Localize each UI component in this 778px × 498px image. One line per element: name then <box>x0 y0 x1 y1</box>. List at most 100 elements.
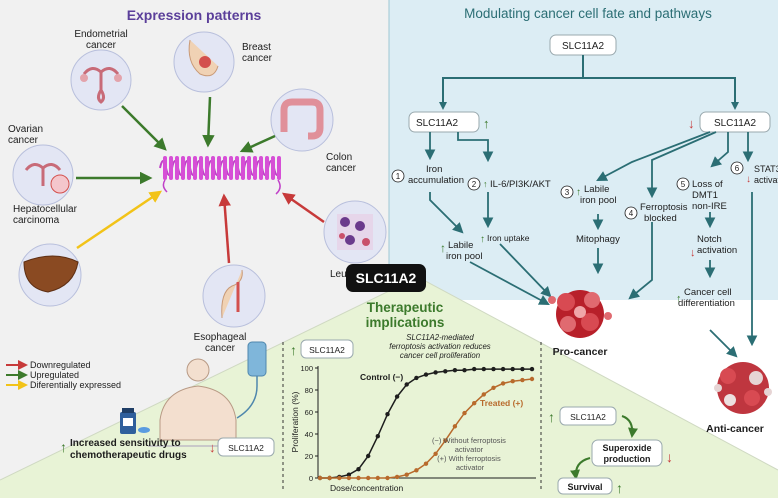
data-point <box>337 475 342 481</box>
data-point <box>327 475 332 481</box>
svg-text:↑: ↑ <box>576 187 581 198</box>
x-axis-label: Dose/concentration <box>330 483 404 493</box>
svg-text:SLC11A2: SLC11A2 <box>356 270 417 286</box>
data-point <box>366 453 371 459</box>
data-point <box>510 379 515 384</box>
data-point <box>443 369 448 374</box>
svg-text:↑: ↑ <box>480 234 485 245</box>
svg-text:STAT3activation: STAT3activation <box>754 164 778 185</box>
data-point <box>423 372 429 377</box>
svg-text:2: 2 <box>472 180 477 189</box>
svg-text:5: 5 <box>681 180 686 189</box>
svg-text:↑: ↑ <box>676 293 682 305</box>
arrow-gene-superoxide <box>621 415 638 438</box>
svg-text:↓: ↓ <box>746 174 751 185</box>
y-tick-label: 40 <box>305 430 313 439</box>
left-gene-down-arrow: ↓ <box>209 440 216 455</box>
arrow-diff-anticancer <box>709 329 738 358</box>
arrow-esophageal <box>218 193 231 264</box>
svg-text:IL-6/PI3K/AKT: IL-6/PI3K/AKT <box>490 179 551 190</box>
top-gene-box: SLC11A2 <box>549 34 617 56</box>
data-point <box>414 468 419 473</box>
survival-up-arrow: ↑ <box>616 480 623 496</box>
data-point <box>366 475 371 481</box>
svg-text:SLC11A2: SLC11A2 <box>562 41 605 52</box>
data-point <box>385 475 390 481</box>
colon-cancer-icon <box>270 88 334 152</box>
y-tick-label: 100 <box>300 364 313 373</box>
therapeutic-gene-box-right: SLC11A2 <box>559 406 617 426</box>
pro-cancer-tumor-icon <box>548 290 612 338</box>
step-2: 2 ↑ IL-6/PI3K/AKT <box>467 177 551 191</box>
y-tick-label: 0 <box>309 474 313 483</box>
data-point <box>356 475 361 481</box>
svg-text:SLC11A2: SLC11A2 <box>416 118 459 129</box>
svg-text:3: 3 <box>565 188 570 197</box>
data-point <box>472 401 477 406</box>
arrow-endometrial <box>121 105 167 151</box>
data-point <box>433 370 438 375</box>
data-point <box>520 366 525 372</box>
therapeutic-panel <box>0 277 778 498</box>
therapeutic-gene-box-left: SLC11A2 <box>217 437 275 457</box>
arrow-to-s2 <box>457 132 494 163</box>
data-point <box>462 410 467 416</box>
right-gene-box: SLC11A2 <box>699 111 771 133</box>
arrow-hcc <box>76 190 163 250</box>
sensitivity-up-arrow: ↑ <box>60 439 67 455</box>
anti-cancer-tumor-icon <box>714 362 772 414</box>
endometrial-cancer-icon <box>70 49 132 111</box>
data-point <box>317 475 323 481</box>
data-point <box>443 438 448 443</box>
svg-text:Iron uptake: Iron uptake <box>487 233 530 243</box>
chart-gene-box: SLC11A2 <box>300 339 354 359</box>
pro-cancer-label: Pro-cancer <box>553 346 608 358</box>
ovarian-cancer-icon <box>12 144 74 206</box>
data-point <box>356 467 361 472</box>
series-label-treated: Treated (+) <box>480 398 523 408</box>
data-point <box>491 366 496 372</box>
y-axis-label: Proliferation (%) <box>290 391 300 452</box>
step-6: 6 ↓ STAT3activation <box>730 161 778 185</box>
data-point <box>529 376 535 382</box>
split-connector <box>442 55 736 104</box>
arrow-to-s3 <box>596 131 711 182</box>
svg-text:SLC11A2: SLC11A2 <box>228 443 264 453</box>
mitophagy-label: Mitophagy <box>576 234 620 245</box>
expression-legend: Downregulated Upregulated Diferentially … <box>6 360 121 390</box>
data-point <box>346 475 352 481</box>
svg-text:1: 1 <box>396 172 401 181</box>
iron-uptake: ↑ Iron uptake <box>480 233 530 245</box>
data-point <box>385 412 390 417</box>
arrow-colon <box>239 134 276 153</box>
chart-legend: (−) Without ferroptosis activator (+) Wi… <box>432 436 508 472</box>
data-point <box>414 375 419 381</box>
arrow-to-s4 <box>646 131 717 199</box>
superoxide-down-arrow: ↓ <box>666 449 673 465</box>
anti-cancer-label: Anti-cancer <box>706 423 764 435</box>
patient-iv-illustration <box>148 341 267 447</box>
svg-text:SLC11A2: SLC11A2 <box>570 412 606 422</box>
svg-text:SLC11A2: SLC11A2 <box>714 118 757 129</box>
chart-gene-up-arrow: ↑ <box>290 342 297 358</box>
arrow-s1-labile <box>429 192 464 234</box>
svg-text:4: 4 <box>629 209 634 218</box>
data-point <box>375 475 380 481</box>
svg-text:SLC11A2: SLC11A2 <box>309 345 345 355</box>
